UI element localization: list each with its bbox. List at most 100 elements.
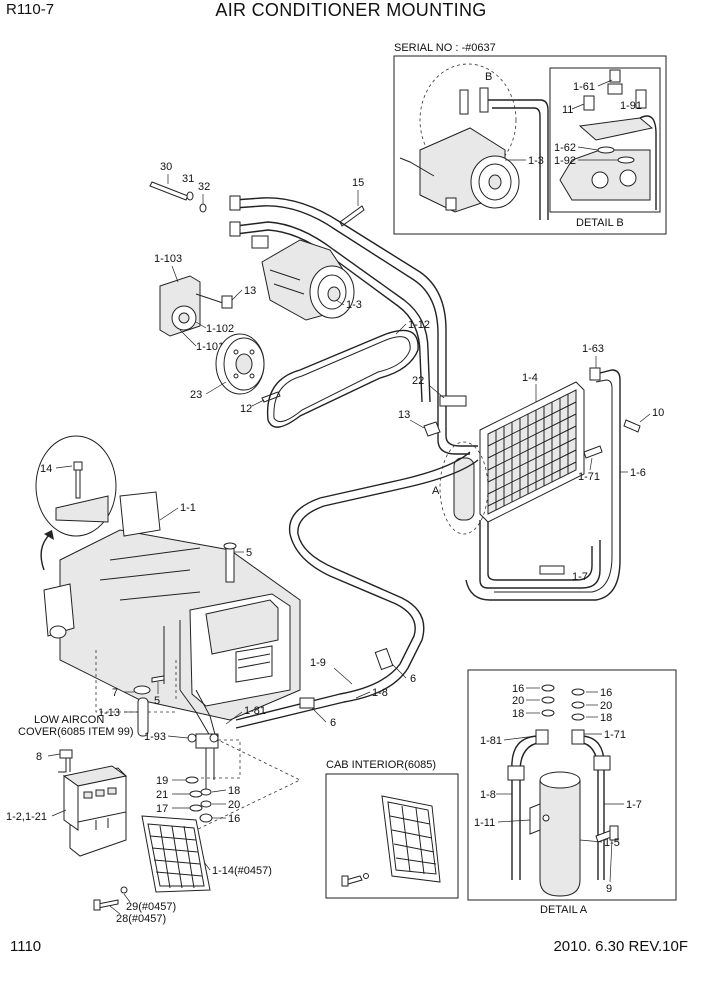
- receiver-drier: [453, 457, 475, 521]
- label-1-3: 1-3: [346, 299, 362, 311]
- label-1-63: 1-63: [582, 343, 604, 355]
- control-panel-1-2: [62, 765, 128, 857]
- label-10: 10: [652, 407, 664, 419]
- bolt-15: [339, 205, 365, 227]
- label-14: 14: [40, 463, 52, 475]
- label-1-12: 1-12: [408, 319, 430, 331]
- label-15: 15: [352, 177, 364, 189]
- label-1-102: 1-102: [206, 323, 234, 335]
- label-a-1-8: 1-8: [480, 789, 496, 801]
- label-1-81: 1-81: [244, 705, 266, 717]
- label-21: 21: [156, 789, 168, 801]
- clamp-22: [439, 395, 467, 407]
- washer-31: [186, 191, 194, 201]
- label-a-16r: 16: [600, 687, 612, 699]
- clip-7: [133, 685, 151, 695]
- label-7: 7: [112, 687, 118, 699]
- detail-a-title: DETAIL A: [540, 904, 588, 916]
- screw-28: [97, 899, 119, 909]
- compressor-bolt-group: 30 31 32 15: [149, 161, 365, 227]
- label-a-1-81: 1-81: [480, 735, 502, 747]
- idler-bracket: [159, 275, 233, 337]
- label-a-20r: 20: [600, 700, 612, 712]
- label-a-18l: 18: [512, 708, 524, 720]
- label-b-1-61: 1-61: [573, 81, 595, 93]
- label-19: 19: [156, 775, 168, 787]
- label-b-1-91: 1-91: [620, 100, 642, 112]
- label-1-2-1-21: 1-2,1-21: [6, 811, 47, 823]
- low-cover-note-2: COVER(6085 ITEM 99): [18, 726, 134, 738]
- low-cover-outline: [95, 650, 177, 713]
- label-b-11: 11: [562, 104, 573, 116]
- label-a-1-7: 1-7: [626, 799, 642, 811]
- label-b-1-62: 1-62: [554, 142, 576, 154]
- cab-interior-inset: CAB INTERIOR(6085): [325, 759, 459, 899]
- condenser-1-4: [479, 381, 601, 589]
- label-23: 23: [190, 389, 202, 401]
- drain-hose-1-13: [137, 697, 149, 737]
- detail-b-fittings: [559, 69, 657, 210]
- label-1-71: 1-71: [578, 471, 600, 483]
- label-a-1-11: 1-11: [474, 817, 495, 829]
- label-31: 31: [182, 173, 194, 185]
- detail-b-title: DETAIL B: [576, 217, 624, 229]
- label-32: 32: [198, 181, 210, 193]
- serial-inset-frame: [393, 55, 667, 235]
- label-5a: 5: [246, 547, 252, 559]
- belt-1-12: [266, 329, 419, 428]
- fitting-13: [423, 421, 441, 437]
- label-b-1-3: 1-3: [528, 155, 544, 167]
- label-1-93: 1-93: [144, 731, 166, 743]
- model-code: R110-7: [6, 1, 55, 18]
- label-29: 29(#0457): [126, 901, 176, 913]
- label-1-6: 1-6: [630, 467, 646, 479]
- bolt-10: [623, 419, 641, 433]
- label-5b: 5: [154, 695, 160, 707]
- label-b-1-92: 1-92: [554, 155, 576, 167]
- pulley-23: [215, 333, 265, 395]
- oring-set: [185, 776, 213, 823]
- hvac-unit-1-1: [43, 491, 301, 739]
- label-a-1-71: 1-71: [604, 729, 626, 741]
- label-a-18r: 18: [600, 712, 612, 724]
- label-1-103: 1-103: [154, 253, 182, 265]
- bolt-14-detail: [35, 435, 117, 571]
- detail-a-frame: [467, 669, 677, 901]
- page-title: AIR CONDITIONER MOUNTING: [215, 0, 487, 20]
- detail-b-marker: B: [485, 71, 492, 83]
- bolt-30: [149, 181, 189, 201]
- suction-hoses: [235, 451, 479, 729]
- label-a-16l: 16: [512, 683, 524, 695]
- serial-inset-title: SERIAL NO : -#0637: [394, 42, 496, 54]
- label-a-9: 9: [606, 883, 612, 895]
- label-12: 12: [240, 403, 252, 415]
- label-30: 30: [160, 161, 172, 173]
- label-1-13: 1-13: [98, 707, 120, 719]
- washer-29: [120, 886, 128, 894]
- cab-interior-frame: [325, 773, 459, 899]
- label-1-9: 1-9: [310, 657, 326, 669]
- label-6b: 6: [330, 717, 336, 729]
- label-1-7: 1-7: [572, 571, 588, 583]
- inset-compressor: [399, 87, 549, 220]
- label-1-14: 1-14(#0457): [212, 865, 272, 877]
- label-17: 17: [156, 803, 168, 815]
- liquid-line-1-6: [465, 369, 621, 601]
- compressor-1-3: [251, 235, 355, 321]
- label-1-8: 1-8: [372, 687, 388, 699]
- label-13a: 13: [244, 285, 256, 297]
- detail-b-frame: [549, 67, 661, 213]
- detail-a-inset: DETAIL A: [467, 669, 677, 916]
- washer-32: [199, 203, 207, 213]
- label-20a: 20: [228, 799, 240, 811]
- screw-5b: [151, 675, 165, 683]
- detail-b-circle: [419, 63, 517, 177]
- low-cover-note-1: LOW AIRCON: [34, 714, 104, 726]
- cab-interior-title: CAB INTERIOR(6085): [326, 759, 436, 771]
- label-a-20l: 20: [512, 695, 524, 707]
- label-18a: 18: [228, 785, 240, 797]
- label-1-1: 1-1: [180, 502, 196, 514]
- label-16a: 16: [228, 813, 240, 825]
- fitting-1-71: [583, 445, 603, 459]
